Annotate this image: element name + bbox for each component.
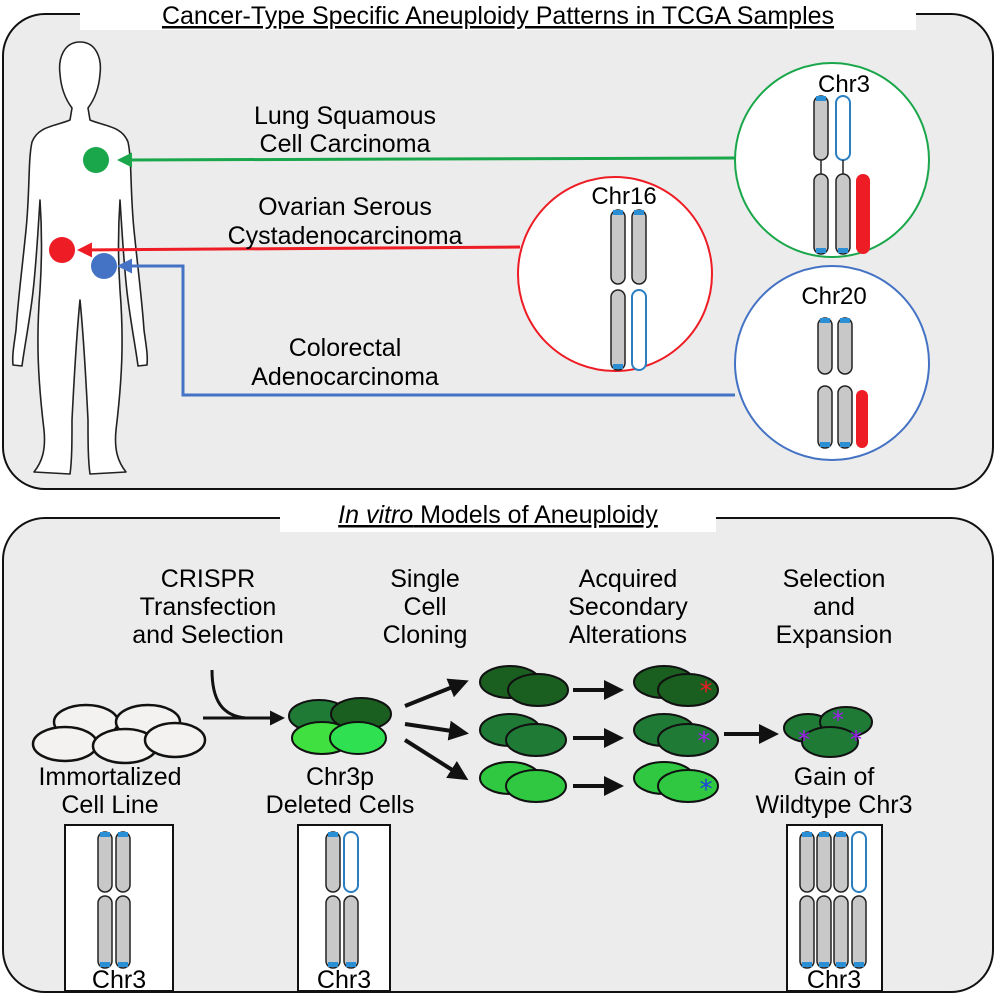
- karyotype-box-gain: Chr3: [786, 824, 883, 994]
- svg-text:Secondary: Secondary: [568, 593, 688, 621]
- karyotype-label-gain: Chr3: [807, 966, 861, 994]
- step-label-cloning: Single Cell Cloning: [383, 565, 468, 649]
- ovary-label-line1: Ovarian Serous: [258, 193, 432, 221]
- chr20-gain-bar: [856, 390, 868, 448]
- step-label-crispr: CRISPR Transfection and Selection: [132, 565, 284, 649]
- svg-text:Alterations: Alterations: [569, 621, 687, 649]
- label-deleted: Chr3p Deleted Cells: [266, 763, 415, 819]
- colon-label-line1: Colorectal: [289, 334, 402, 362]
- clone-dark: [479, 665, 569, 707]
- altered-clone-medium: [633, 713, 719, 757]
- svg-text:Cell: Cell: [403, 593, 446, 621]
- chr20-inset-chromosomes: [817, 317, 868, 449]
- purple-star-1-icon: *: [832, 706, 844, 734]
- chr3-deleted-arm: [835, 95, 851, 161]
- chr3p-deleted-cells: [288, 697, 392, 755]
- colon-label-line2: Adenocarcinoma: [251, 363, 439, 391]
- human-body-outline: [11, 41, 149, 475]
- svg-text:Immortalized: Immortalized: [38, 763, 181, 791]
- clone-light: [479, 761, 567, 803]
- chr3-inset-label: Chr3: [818, 71, 870, 98]
- lung-arrow: [117, 152, 736, 168]
- svg-text:Transfection: Transfection: [140, 593, 277, 621]
- altered-clone-light: [633, 761, 719, 803]
- label-gain: Gain of Wildtype Chr3: [756, 763, 913, 819]
- red-alteration-star-icon: *: [700, 677, 713, 707]
- chr3-inset-circle: [734, 62, 930, 258]
- label-immortalized: Immortalized Cell Line: [38, 763, 181, 819]
- lung-label-line2: Cell Carcinoma: [260, 130, 431, 158]
- chr16-deleted-arm: [631, 289, 647, 371]
- svg-text:and Selection: and Selection: [132, 621, 284, 649]
- chr20-inset-label: Chr20: [801, 283, 866, 310]
- karyotype-label-deleted: Chr3: [317, 966, 371, 994]
- step-label-alterations: Acquired Secondary Alterations: [568, 565, 688, 649]
- step-label-expansion: Selection and Expansion: [776, 565, 893, 649]
- karyotype-label-normal: Chr3: [92, 966, 146, 994]
- blue-alteration-star-icon: *: [700, 775, 713, 805]
- colon-marker-dot: [91, 253, 117, 279]
- immortalized-cells: [31, 703, 207, 765]
- purple-star-2-icon: *: [798, 726, 810, 754]
- colon-arrow: [117, 258, 735, 397]
- svg-text:Gain of: Gain of: [794, 763, 875, 791]
- svg-text:CRISPR: CRISPR: [161, 565, 255, 593]
- branch-arrow-bottom: [403, 738, 469, 781]
- lung-label-line1: Lung Squamous: [254, 102, 436, 130]
- svg-text:Expansion: Expansion: [776, 621, 893, 649]
- svg-text:and: and: [813, 593, 855, 621]
- chr3-inset-chromosomes: [813, 95, 870, 255]
- svg-text:Selection: Selection: [783, 565, 886, 593]
- bottom-panel-title: In vitro Models of Aneuploidy: [338, 501, 658, 529]
- chr3-gain-bar: [856, 174, 870, 254]
- branch-arrow-middle: [404, 720, 469, 741]
- clone-medium: [479, 713, 567, 757]
- svg-text:Acquired: Acquired: [579, 565, 678, 593]
- ovary-arrow: [77, 242, 521, 258]
- bottom-panel: In vitro Models of Aneuploidy CRISPR Tra…: [2, 496, 994, 994]
- karyotype-box-deleted: Chr3: [297, 824, 391, 994]
- chr16-inset-label: Chr16: [591, 183, 656, 210]
- expanded-clone: [783, 706, 873, 758]
- svg-text:Deleted Cells: Deleted Cells: [266, 791, 415, 819]
- chr16-inset-chromosomes: [610, 209, 647, 371]
- ovary-marker-dot: [49, 237, 75, 263]
- top-panel-title: Cancer-Type Specific Aneuploidy Patterns…: [162, 2, 834, 30]
- lung-marker-dot: [83, 147, 109, 173]
- altered-clone-dark: [633, 665, 719, 707]
- svg-text:Cell Line: Cell Line: [61, 791, 158, 819]
- bottom-title-rest: Models of Aneuploidy: [413, 501, 658, 529]
- svg-text:Chr3p: Chr3p: [306, 763, 374, 791]
- purple-alteration-star-icon: *: [698, 727, 711, 757]
- svg-text:Cloning: Cloning: [383, 621, 468, 649]
- purple-star-3-icon: *: [850, 726, 862, 754]
- top-panel: Cancer-Type Specific Aneuploidy Patterns…: [2, 0, 994, 490]
- svg-text:Wildtype Chr3: Wildtype Chr3: [756, 791, 913, 819]
- bottom-title-italic: In vitro: [338, 501, 413, 529]
- karyotype-box-normal: Chr3: [64, 824, 174, 994]
- ovary-label-line2: Cystadenocarcinoma: [228, 222, 463, 250]
- svg-text:Single: Single: [390, 565, 460, 593]
- branch-arrow-top: [404, 678, 469, 708]
